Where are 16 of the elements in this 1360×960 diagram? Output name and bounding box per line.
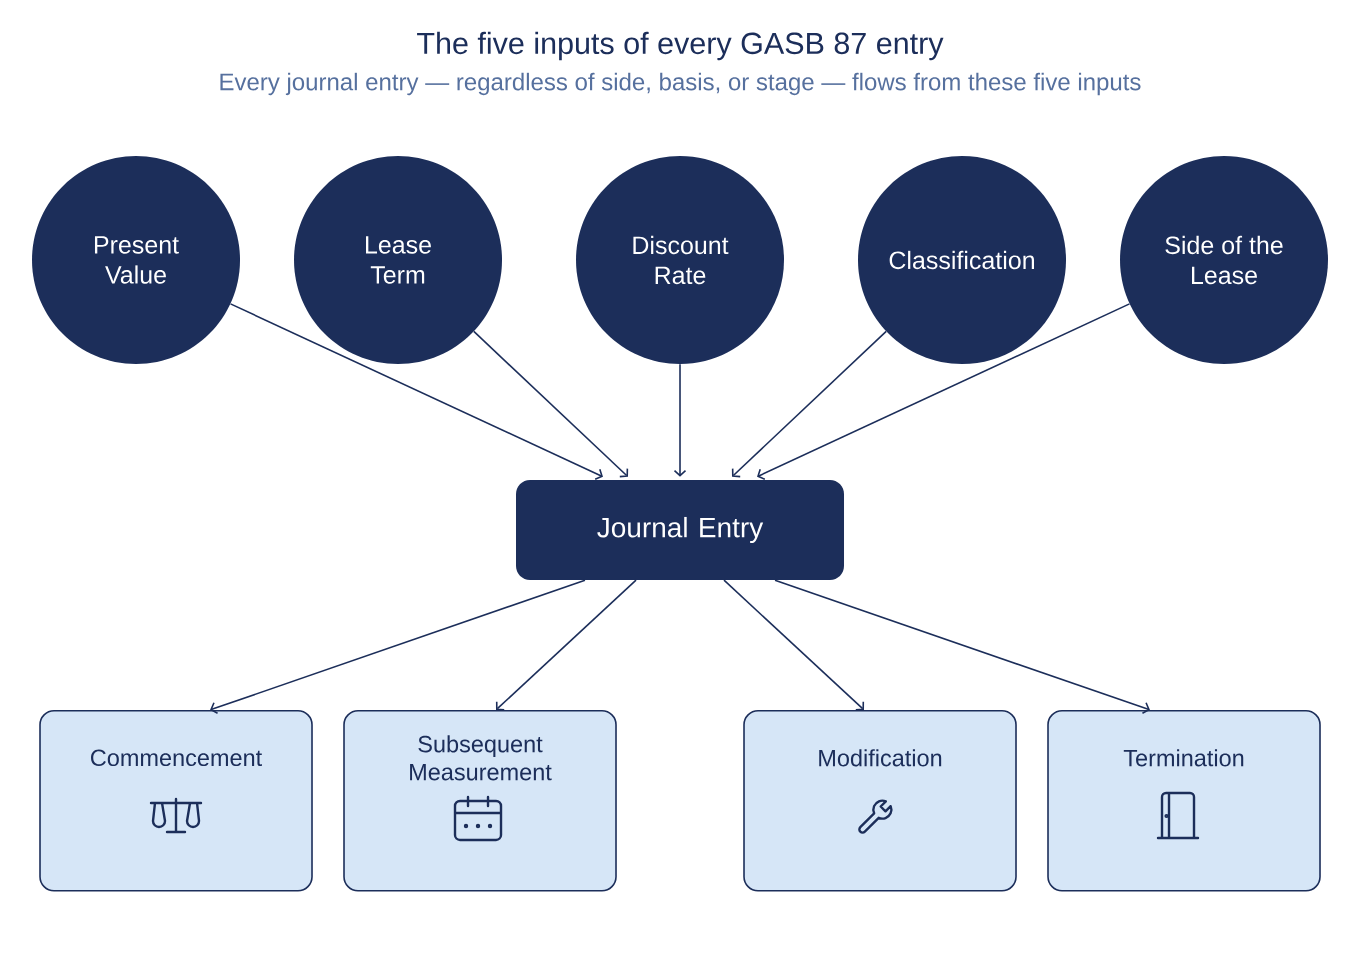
title: The five inputs of every GASB 87 entry	[417, 31, 944, 61]
arrow	[757, 303, 1131, 480]
subtitle: Every journal entry — regardless of side, basis, or stage — flows from these five inputs	[220, 72, 1141, 96]
arrow	[495, 579, 637, 711]
stage-card: Termination	[1047, 710, 1321, 892]
rounded-box: Journal Entry	[516, 480, 844, 580]
arrow	[731, 330, 887, 478]
stage-card: Commencement	[39, 710, 313, 892]
arrow	[210, 579, 586, 714]
arrow	[673, 363, 687, 477]
arrow	[774, 579, 1150, 714]
arrow	[229, 303, 603, 480]
stage-card: Modification	[743, 710, 1017, 892]
stage-card: Subsequent Measurement	[343, 710, 617, 892]
arrow	[473, 330, 629, 478]
arrow	[723, 579, 865, 711]
